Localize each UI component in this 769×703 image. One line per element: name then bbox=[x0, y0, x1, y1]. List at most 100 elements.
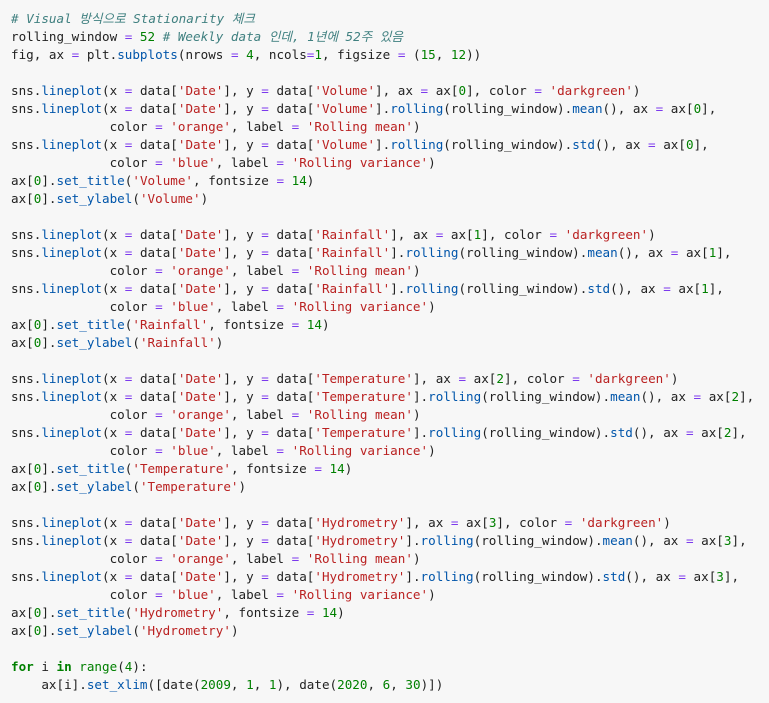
code-token-number: 0 bbox=[33, 173, 42, 188]
code-line: ax[0].set_ylabel('Temperature') bbox=[11, 478, 769, 496]
code-token-punct: ( bbox=[124, 317, 133, 332]
code-token-string: 'Date' bbox=[177, 389, 224, 404]
code-token-punct: , fontsize bbox=[208, 317, 292, 332]
code-line: sns.lineplot(x = data['Date'], y = data[… bbox=[11, 532, 769, 550]
code-token-string: 'Rainfall' bbox=[314, 245, 391, 260]
code-token-punct: ], y bbox=[223, 515, 262, 530]
code-token-string: 'Rolling mean' bbox=[306, 407, 413, 422]
code-token-operator: = bbox=[291, 119, 300, 134]
code-token-number: 3 bbox=[723, 533, 732, 548]
code-token-punct: ], y bbox=[223, 101, 262, 116]
code-token-attr: lineplot bbox=[41, 227, 103, 242]
code-line: sns.lineplot(x = data['Date'], y = data[… bbox=[11, 370, 769, 388]
code-token-punct: ), date( bbox=[276, 677, 338, 692]
code-token-punct: data[ bbox=[268, 425, 315, 440]
code-token-name: color bbox=[11, 443, 156, 458]
code-token-operator: = bbox=[397, 47, 406, 62]
code-token-string: 'Rainfall' bbox=[314, 281, 391, 296]
code-token-punct bbox=[542, 83, 550, 98]
code-token-number: 2 bbox=[496, 371, 504, 386]
code-token-name: sns. bbox=[11, 533, 42, 548]
code-token-punct: ax[ bbox=[693, 533, 724, 548]
code-token-punct: ]. bbox=[412, 425, 429, 440]
code-token-punct: ax[ bbox=[685, 569, 717, 584]
code-token-punct: (nrows bbox=[177, 47, 231, 62]
code-token-number: 0 bbox=[33, 191, 42, 206]
code-token-name: color bbox=[11, 551, 156, 566]
code-token-keyword: for bbox=[11, 659, 34, 674]
code-token-operator: = bbox=[71, 47, 80, 62]
code-token-operator: = bbox=[678, 569, 686, 584]
code-token-punct: ( bbox=[124, 605, 133, 620]
code-token-punct: ], ax bbox=[412, 371, 459, 386]
code-token-punct: ], bbox=[739, 389, 755, 404]
code-token-punct: ) bbox=[632, 83, 641, 98]
code-token-operator: = bbox=[124, 29, 133, 44]
code-token-punct: ], color bbox=[503, 371, 573, 386]
code-line: ax[0].set_ylabel('Rainfall') bbox=[11, 334, 769, 352]
code-token-name: ax[ bbox=[11, 461, 34, 476]
code-line: fig, ax = plt.subplots(nrows = 4, ncols=… bbox=[11, 46, 769, 64]
code-token-punct: , bbox=[253, 677, 269, 692]
code-token-punct: ) bbox=[412, 263, 421, 278]
code-token-operator: = bbox=[124, 425, 133, 440]
code-token-punct: ], y bbox=[223, 371, 262, 386]
code-token-attr: set_title bbox=[56, 317, 125, 332]
code-token-string: 'Temperature' bbox=[314, 389, 413, 404]
code-token-punct: ) bbox=[663, 515, 671, 530]
code-token-punct: data[ bbox=[268, 371, 315, 386]
code-line: rolling_window = 52 # Weekly data 인데, 1년… bbox=[11, 28, 769, 46]
code-token-string: 'Rainfall' bbox=[139, 335, 216, 350]
code-token-punct: ]. bbox=[41, 191, 57, 206]
code-token-punct: (), ax bbox=[640, 389, 694, 404]
code-token-punct: data[ bbox=[132, 389, 178, 404]
code-token-punct: ) bbox=[428, 155, 436, 170]
code-token-punct bbox=[572, 515, 580, 530]
code-token-punct bbox=[284, 173, 292, 188]
code-token-string: 'Temperature' bbox=[132, 461, 231, 476]
code-token-operator: = bbox=[306, 47, 315, 62]
code-token-name: i bbox=[33, 659, 57, 674]
code-token-string: 'blue' bbox=[170, 299, 216, 314]
code-token-attr: lineplot bbox=[41, 371, 103, 386]
code-token-operator: = bbox=[261, 245, 269, 260]
code-token-attr: std bbox=[602, 569, 626, 584]
code-line: sns.lineplot(x = data['Date'], y = data[… bbox=[11, 100, 769, 118]
code-line: sns.lineplot(x = data['Date'], y = data[… bbox=[11, 424, 769, 442]
code-token-string: 'Temperature' bbox=[314, 425, 413, 440]
code-token-name: ax[ bbox=[11, 605, 34, 620]
code-token-punct: , bbox=[230, 677, 247, 692]
code-token-punct: ], y bbox=[223, 137, 262, 152]
code-token-punct bbox=[299, 407, 307, 422]
code-token-attr: set_title bbox=[56, 173, 125, 188]
code-token-string: 'Temperature' bbox=[139, 479, 239, 494]
code-line: color = 'blue', label = 'Rolling varianc… bbox=[11, 298, 769, 316]
code-token-punct: ) bbox=[337, 605, 345, 620]
code-token-punct: ( bbox=[405, 47, 421, 62]
code-token-operator: = bbox=[291, 407, 300, 422]
code-token-punct: ]. bbox=[390, 245, 406, 260]
code-token-punct: ([date( bbox=[147, 677, 201, 692]
code-token-operator: = bbox=[261, 533, 269, 548]
code-token-operator: = bbox=[261, 425, 269, 440]
code-line: ax[i].set_xlim([date(2009, 1, 1), date(2… bbox=[11, 676, 769, 694]
code-token-operator: = bbox=[314, 461, 322, 476]
code-token-number: 1 bbox=[246, 677, 254, 692]
code-token-punct: , bbox=[390, 677, 406, 692]
code-token-string: 'Date' bbox=[177, 371, 224, 386]
code-token-number: 52 bbox=[139, 29, 156, 44]
code-token-punct: , label bbox=[215, 587, 277, 602]
code-token-punct: ], bbox=[708, 281, 724, 296]
code-token-punct: ) bbox=[412, 551, 421, 566]
code-line: sns.lineplot(x = data['Date'], y = data[… bbox=[11, 568, 769, 586]
code-token-punct: (x bbox=[102, 101, 125, 116]
code-token-string: 'Date' bbox=[177, 83, 224, 98]
code-token-punct: )) bbox=[466, 47, 482, 62]
code-token-name: sns. bbox=[11, 227, 42, 242]
code-token-punct: ( bbox=[124, 173, 133, 188]
code-token-name: fig, ax bbox=[11, 47, 72, 62]
code-token-punct: (), ax bbox=[602, 101, 656, 116]
code-token-string: 'blue' bbox=[170, 443, 216, 458]
code-token-attr: lineplot bbox=[41, 281, 103, 296]
